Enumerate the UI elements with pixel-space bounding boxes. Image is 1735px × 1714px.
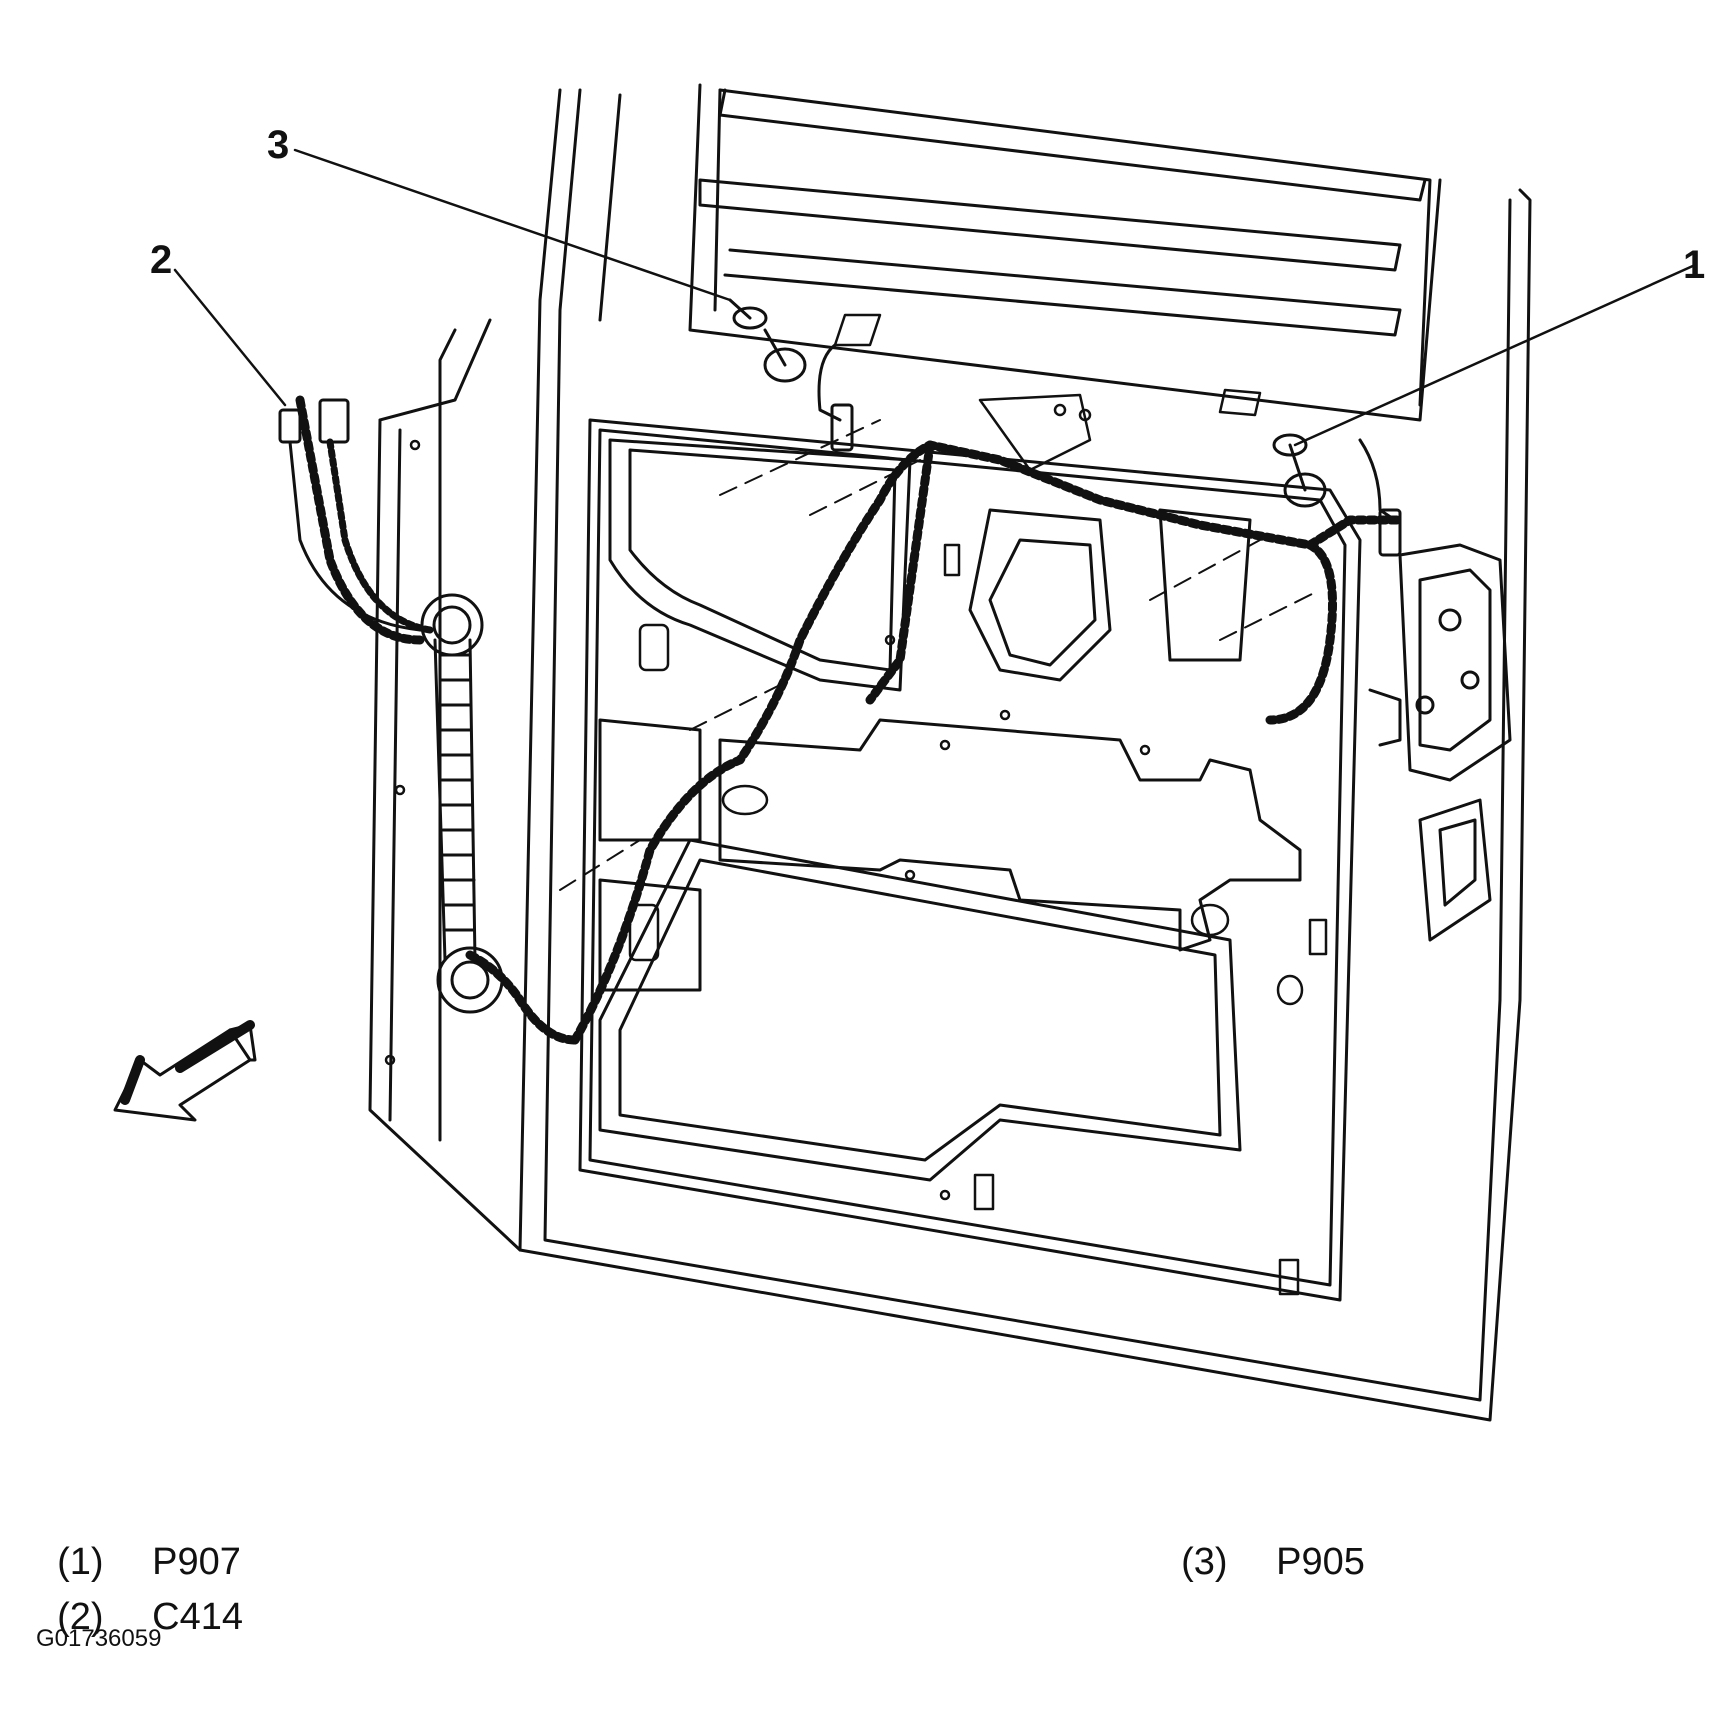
forward-arrow-icon	[113, 1020, 257, 1122]
callout-2: 2	[150, 238, 173, 282]
legend-code: P905	[1276, 1541, 1365, 1583]
legend-item-3: (3) P905	[1160, 1505, 1365, 1581]
legend-code: P907	[152, 1541, 241, 1583]
legend-code: C414	[152, 1596, 243, 1638]
figure-id: G01736059	[36, 1625, 162, 1652]
leader-2	[173, 268, 287, 407]
latch-assembly	[1368, 543, 1512, 942]
inner-panel	[578, 418, 1362, 1302]
panel-holes	[384, 313, 1328, 1296]
door-frame	[368, 88, 1532, 1422]
legend-item-2: (2) C414	[36, 1560, 243, 1636]
wire-harness	[295, 395, 1405, 1045]
legend-number: (3)	[1181, 1541, 1228, 1583]
legend-item-1: (1) P907	[36, 1505, 241, 1581]
callout-3: 3	[267, 123, 290, 167]
legend-number: (2)	[57, 1596, 104, 1638]
corrugated-conduit	[420, 593, 504, 1014]
leader-3	[293, 148, 732, 302]
legend-number: (1)	[57, 1541, 104, 1583]
callout-1: 1	[1683, 243, 1706, 287]
grommets	[728, 298, 1402, 557]
routing-dash-lines	[559, 419, 1321, 891]
window-frame	[688, 83, 1442, 422]
callout-leaders	[173, 148, 1697, 447]
c414-pigtail	[278, 398, 434, 634]
leader-1	[1293, 263, 1697, 447]
